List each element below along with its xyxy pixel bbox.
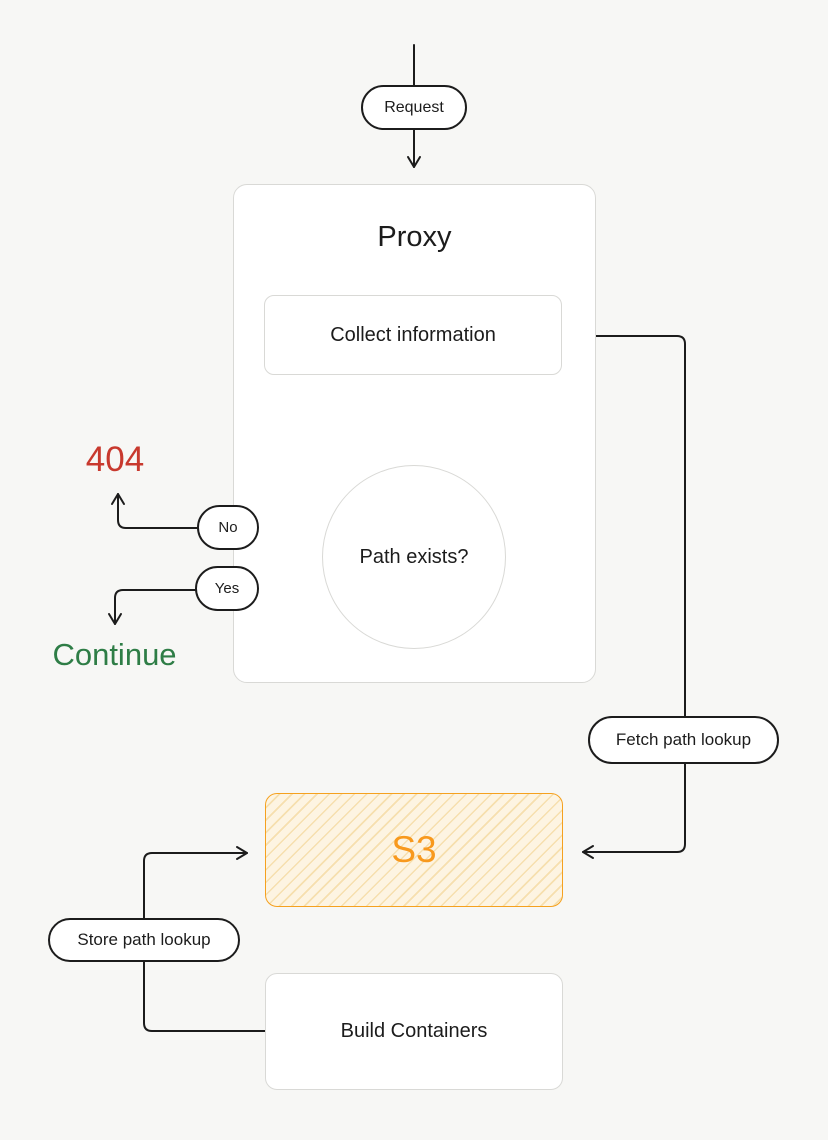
store-path-lookup-pill: Store path lookup bbox=[48, 918, 240, 962]
connector-store-to-build-containers bbox=[143, 961, 267, 1032]
fetch-path-lookup-pill: Fetch path lookup bbox=[588, 716, 779, 764]
proxy-title: Proxy bbox=[377, 221, 452, 253]
connector-store-to-s3 bbox=[143, 846, 248, 919]
connector-no-to-404 bbox=[111, 493, 332, 529]
request-pill: Request bbox=[361, 85, 467, 130]
connector-yes-to-continue bbox=[108, 589, 331, 625]
no-branch-pill: No bbox=[197, 505, 259, 550]
collect-information-box: Collect information bbox=[264, 295, 562, 375]
s3-box: S3 bbox=[265, 793, 563, 907]
outcome-continue-label: Continue bbox=[52, 637, 177, 672]
build-containers-box: Build Containers bbox=[265, 973, 563, 1090]
yes-branch-pill: Yes bbox=[195, 566, 259, 611]
outcome-404-label: 404 bbox=[85, 440, 145, 479]
path-exists-decision-circle: Path exists? bbox=[322, 465, 506, 649]
proxy-group-box: Proxy Collect information Path exists? bbox=[233, 184, 596, 683]
connector-collect-to-s3-via-fetch bbox=[563, 335, 686, 859]
